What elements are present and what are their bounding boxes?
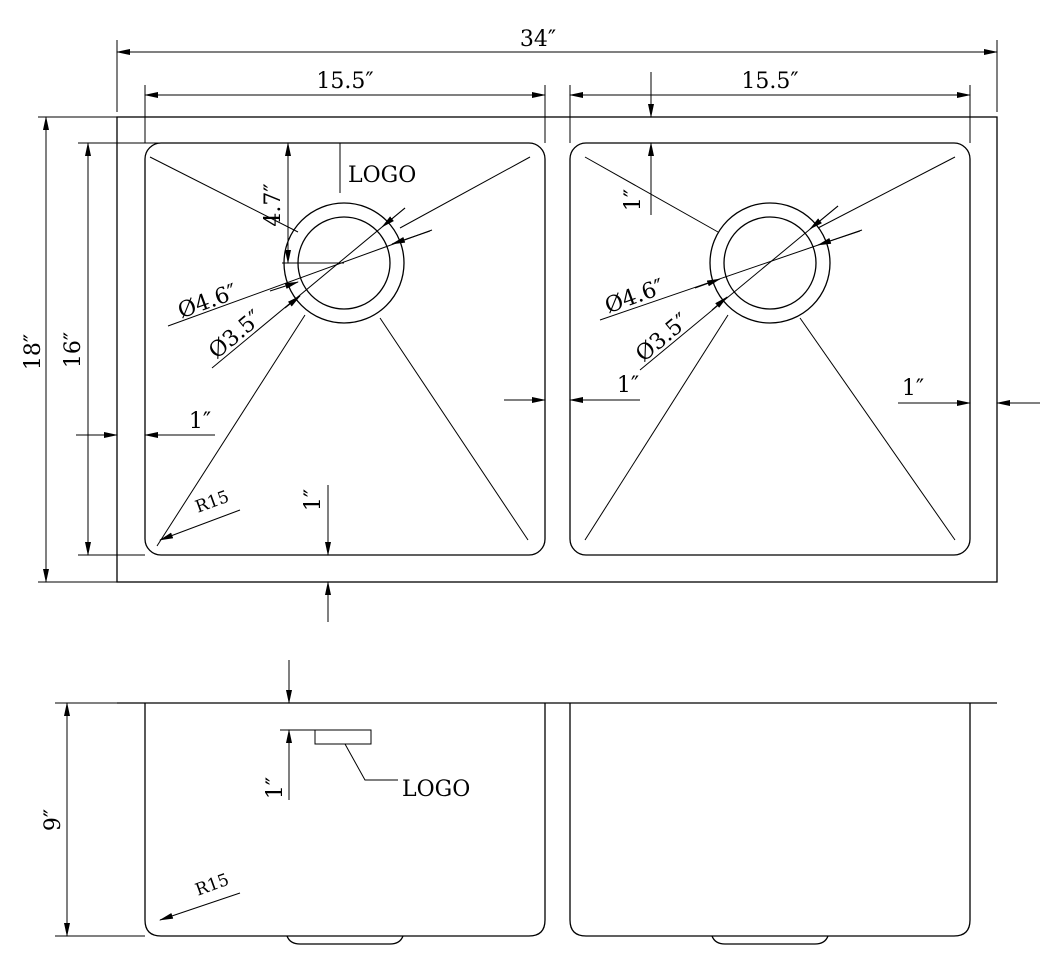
top-view: 34″ 15.5″ 15.5″ 18″ 16″ bbox=[21, 27, 1040, 622]
dim-right-side-margin: 1″ bbox=[898, 376, 1040, 406]
dim-right-top-margin: 1″ bbox=[621, 72, 654, 215]
bottom-margin-label: 1″ bbox=[301, 489, 326, 511]
corner-radius-label-top: R15 bbox=[193, 487, 232, 518]
side-logo-plate bbox=[314, 729, 372, 745]
dim-drain-offset: 4.7″ bbox=[145, 142, 344, 264]
left-bowl-slope-lines bbox=[149, 156, 531, 547]
right-bowl-outline bbox=[569, 142, 971, 556]
dim-bowl-height: 9″ bbox=[41, 702, 145, 937]
corner-radius-label-side: R15 bbox=[193, 870, 232, 901]
logo-label-side: LOGO bbox=[402, 777, 470, 802]
right-top-margin-label: 1″ bbox=[621, 189, 646, 211]
logo-offset-label: 1″ bbox=[263, 777, 288, 799]
dim-overall-width: 34″ bbox=[116, 27, 998, 112]
dim-center-divider-margin: 1″ bbox=[504, 373, 640, 403]
corner-radius-callout-top: R15 bbox=[159, 487, 241, 541]
right-bowl-width-label: 15.5″ bbox=[741, 69, 798, 94]
left-side-margin-label: 1″ bbox=[189, 409, 211, 434]
right-side-margin-label: 1″ bbox=[902, 376, 924, 401]
side-left-drain-stub bbox=[286, 935, 404, 945]
drain-offset-label: 4.7″ bbox=[261, 183, 286, 226]
logo-callout-side: LOGO bbox=[344, 743, 470, 802]
dim-bottom-margin: 1″ bbox=[160, 485, 340, 622]
center-divider-margin-label: 1″ bbox=[617, 373, 639, 398]
dim-overall-depth: 18″ bbox=[21, 116, 117, 583]
right-drain bbox=[709, 202, 831, 324]
overall-depth-label: 18″ bbox=[21, 334, 46, 370]
corner-radius-callout-side: R15 bbox=[159, 870, 241, 921]
dim-bowl-depth: 16″ bbox=[61, 142, 145, 556]
sink-outer-rim bbox=[116, 116, 998, 583]
bowl-height-label: 9″ bbox=[41, 809, 66, 831]
left-bowl-outline bbox=[144, 142, 546, 556]
dim-left-bowl-width: 15.5″ bbox=[144, 69, 546, 143]
right-drain-inner-label: Ø3.5″ bbox=[631, 309, 694, 368]
logo-callout-top: LOGO bbox=[339, 143, 416, 193]
logo-label-top: LOGO bbox=[348, 163, 416, 188]
side-left-bowl bbox=[144, 703, 546, 937]
left-drain-outer-label: Ø4.6″ bbox=[175, 280, 241, 324]
left-drain-diameter-callouts: Ø4.6″ Ø3.5″ bbox=[167, 207, 433, 369]
overall-width-label: 34″ bbox=[520, 27, 556, 52]
right-drain-outer-label: Ø4.6″ bbox=[602, 275, 668, 319]
dim-right-bowl-width: 15.5″ bbox=[569, 69, 971, 143]
left-bowl-width-label: 15.5″ bbox=[316, 69, 373, 94]
dim-logo-offset: 1″ bbox=[263, 660, 315, 800]
left-drain-inner-label: Ø3.5″ bbox=[204, 306, 267, 365]
side-right-bowl bbox=[569, 703, 971, 937]
side-right-drain-stub bbox=[711, 935, 829, 945]
side-view: 9″ LOGO 1″ R15 bbox=[41, 660, 997, 945]
bowl-depth-label: 16″ bbox=[61, 332, 86, 368]
dim-left-side-margin: 1″ bbox=[76, 409, 215, 438]
